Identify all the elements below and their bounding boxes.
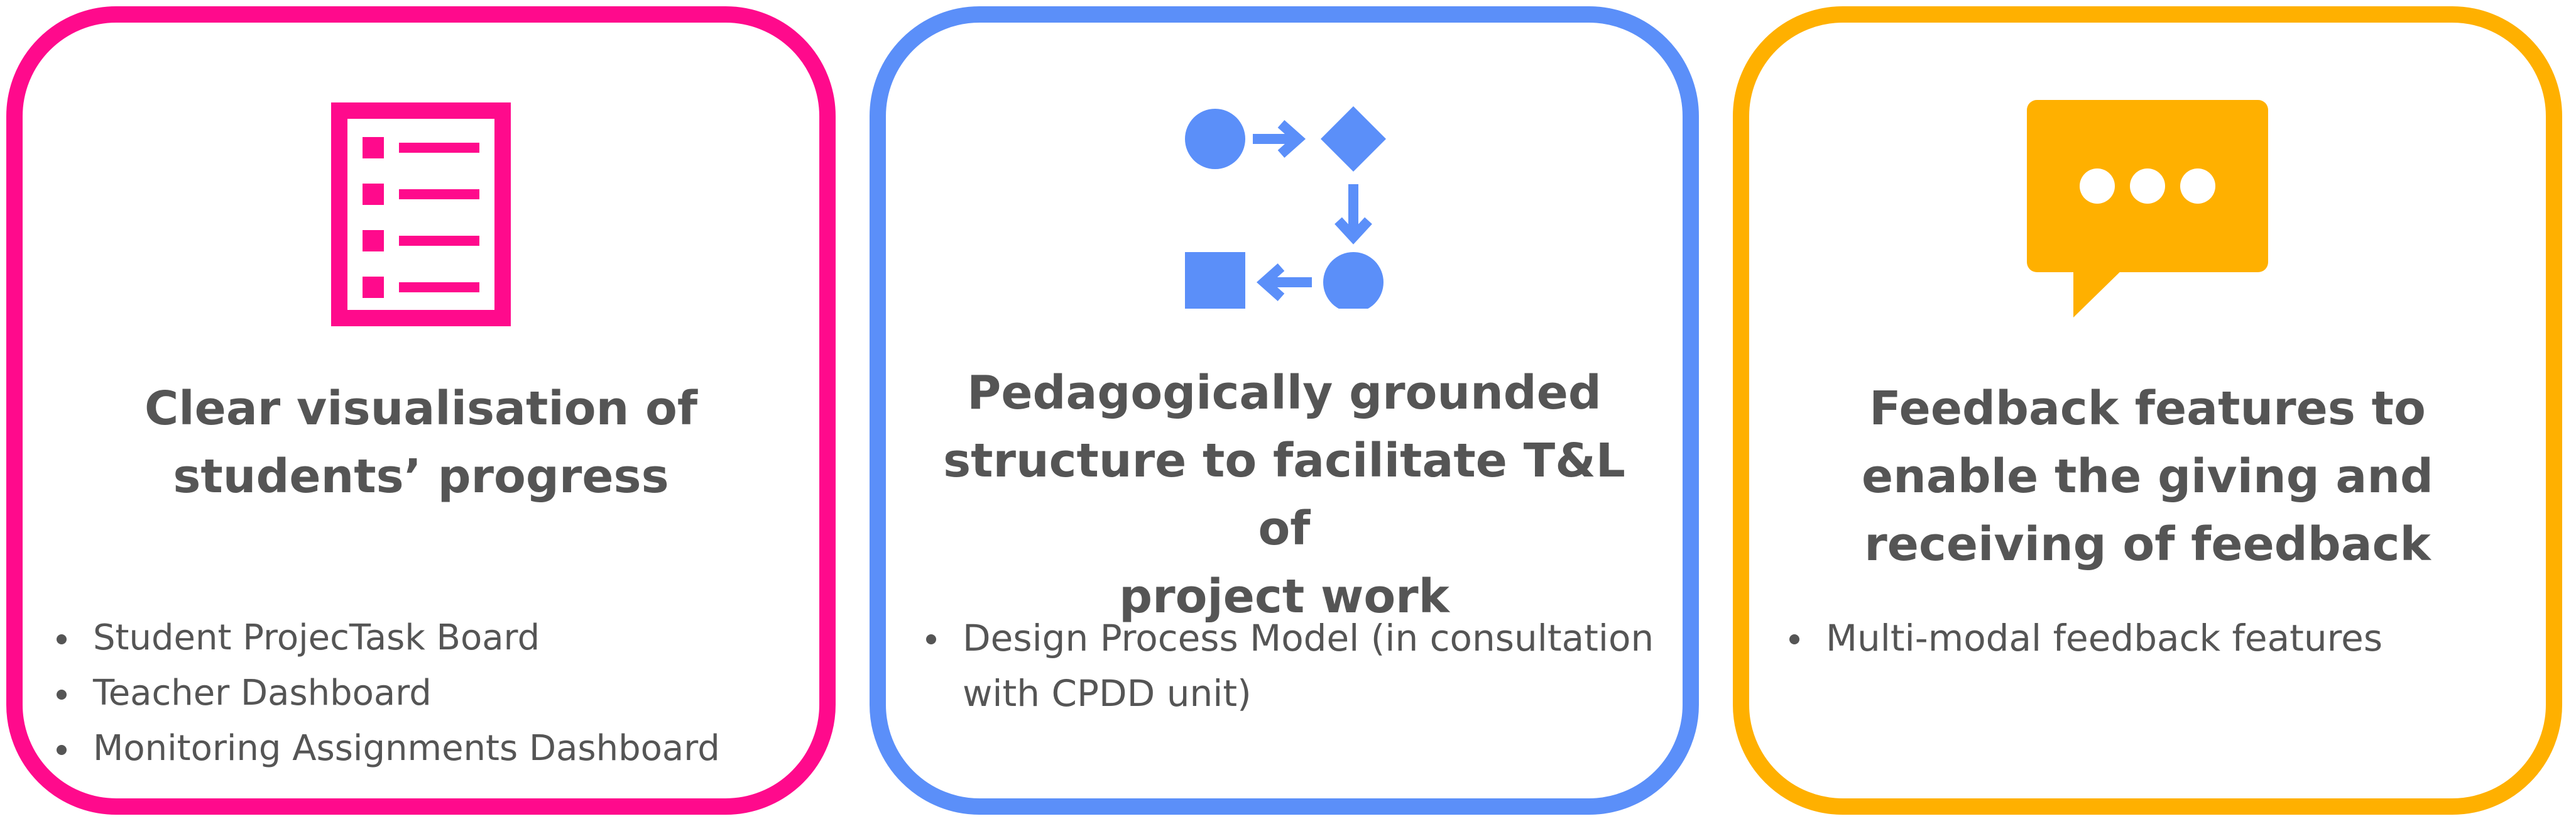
title-line: structure to facilitate T&L of (943, 434, 1625, 556)
list-item: Teacher Dashboard (48, 666, 800, 721)
list-item: Design Process Model (in consultation wi… (917, 610, 1664, 721)
process-flow-icon (1185, 106, 1386, 309)
chat-bubble-icon (2027, 100, 2268, 317)
card-feedback-features: Feedback features to enable the giving a… (1733, 6, 2562, 815)
card-title: Clear visualisation of students’ progres… (48, 375, 794, 510)
title-line: project work (1119, 570, 1449, 624)
card-pedagogical-structure: Pedagogically grounded structure to faci… (870, 6, 1699, 815)
list-item: Monitoring Assignments Dashboard (48, 721, 800, 776)
title-line: enable the giving and (1861, 449, 2434, 504)
bullet-list: Design Process Model (in consultation wi… (917, 610, 1664, 721)
list-item: Student ProjecTask Board (48, 610, 800, 666)
card-title: Pedagogically grounded structure to faci… (911, 359, 1657, 631)
title-line: Feedback features to (1869, 382, 2426, 436)
title-line: receiving of feedback (1864, 517, 2431, 571)
card-progress-visualisation: Clear visualisation of students’ progres… (6, 6, 836, 815)
checklist-icon (331, 102, 511, 326)
bullet-list: Student ProjecTask Board Teacher Dashboa… (48, 610, 800, 776)
list-item: Multi-modal feedback features (1781, 610, 2527, 666)
title-line: Clear visualisation of (144, 382, 698, 436)
bullet-list: Multi-modal feedback features (1781, 610, 2527, 666)
card-title: Feedback features to enable the giving a… (1774, 375, 2521, 578)
title-line: students’ progress (173, 449, 669, 504)
title-line: Pedagogically grounded (967, 366, 1602, 420)
